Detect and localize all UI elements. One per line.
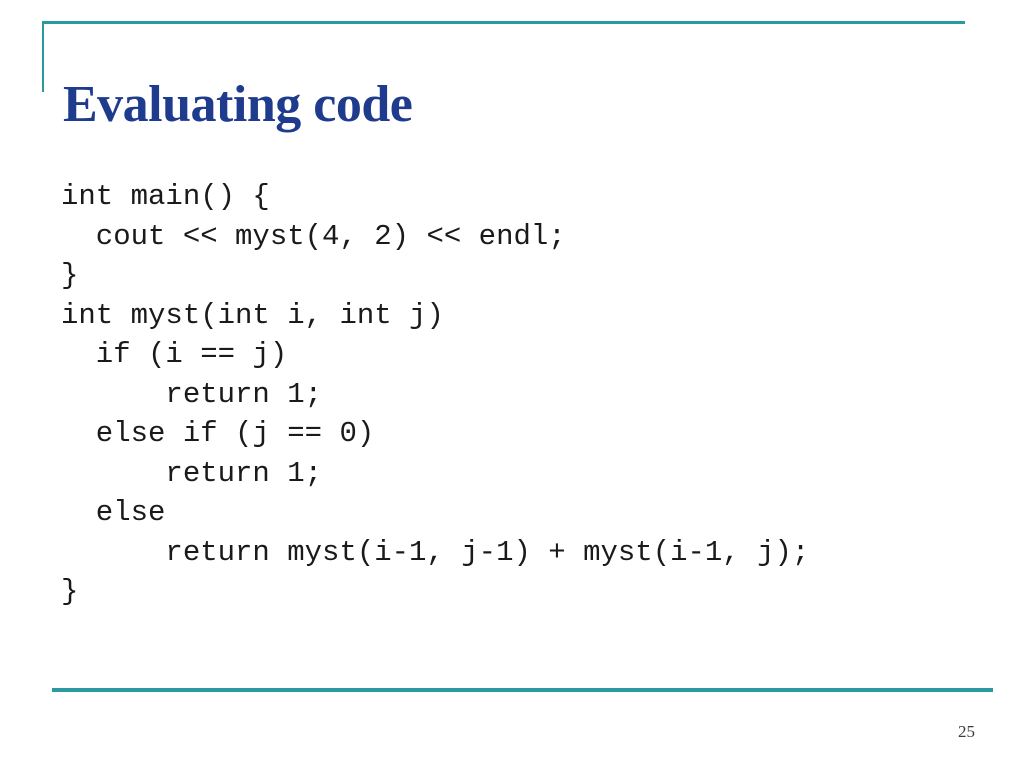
code-line: return 1; [61, 456, 323, 490]
page-number: 25 [958, 722, 975, 741]
code-line: int myst(int i, int j) [61, 298, 444, 332]
bottom-divider-line [52, 688, 993, 692]
code-line: else [61, 496, 166, 529]
code-line: return myst(i-1, j-1) + myst(i-1, j); [61, 535, 810, 569]
top-divider-line [42, 21, 965, 24]
slide-title: Evaluating code [63, 75, 413, 133]
code-line: cout << myst(4, 2) << endl; [61, 219, 566, 253]
code-line: return 1; [61, 377, 323, 411]
code-block: int main() { cout << myst(4, 2) << endl;… [61, 177, 809, 612]
code-line: if (i == j) [61, 338, 288, 371]
code-line: } [61, 575, 79, 608]
code-line: else if (j == 0) [61, 417, 375, 450]
code-line: int main() { [61, 180, 270, 213]
title-accent-vline [42, 21, 44, 92]
code-line: } [61, 259, 79, 292]
